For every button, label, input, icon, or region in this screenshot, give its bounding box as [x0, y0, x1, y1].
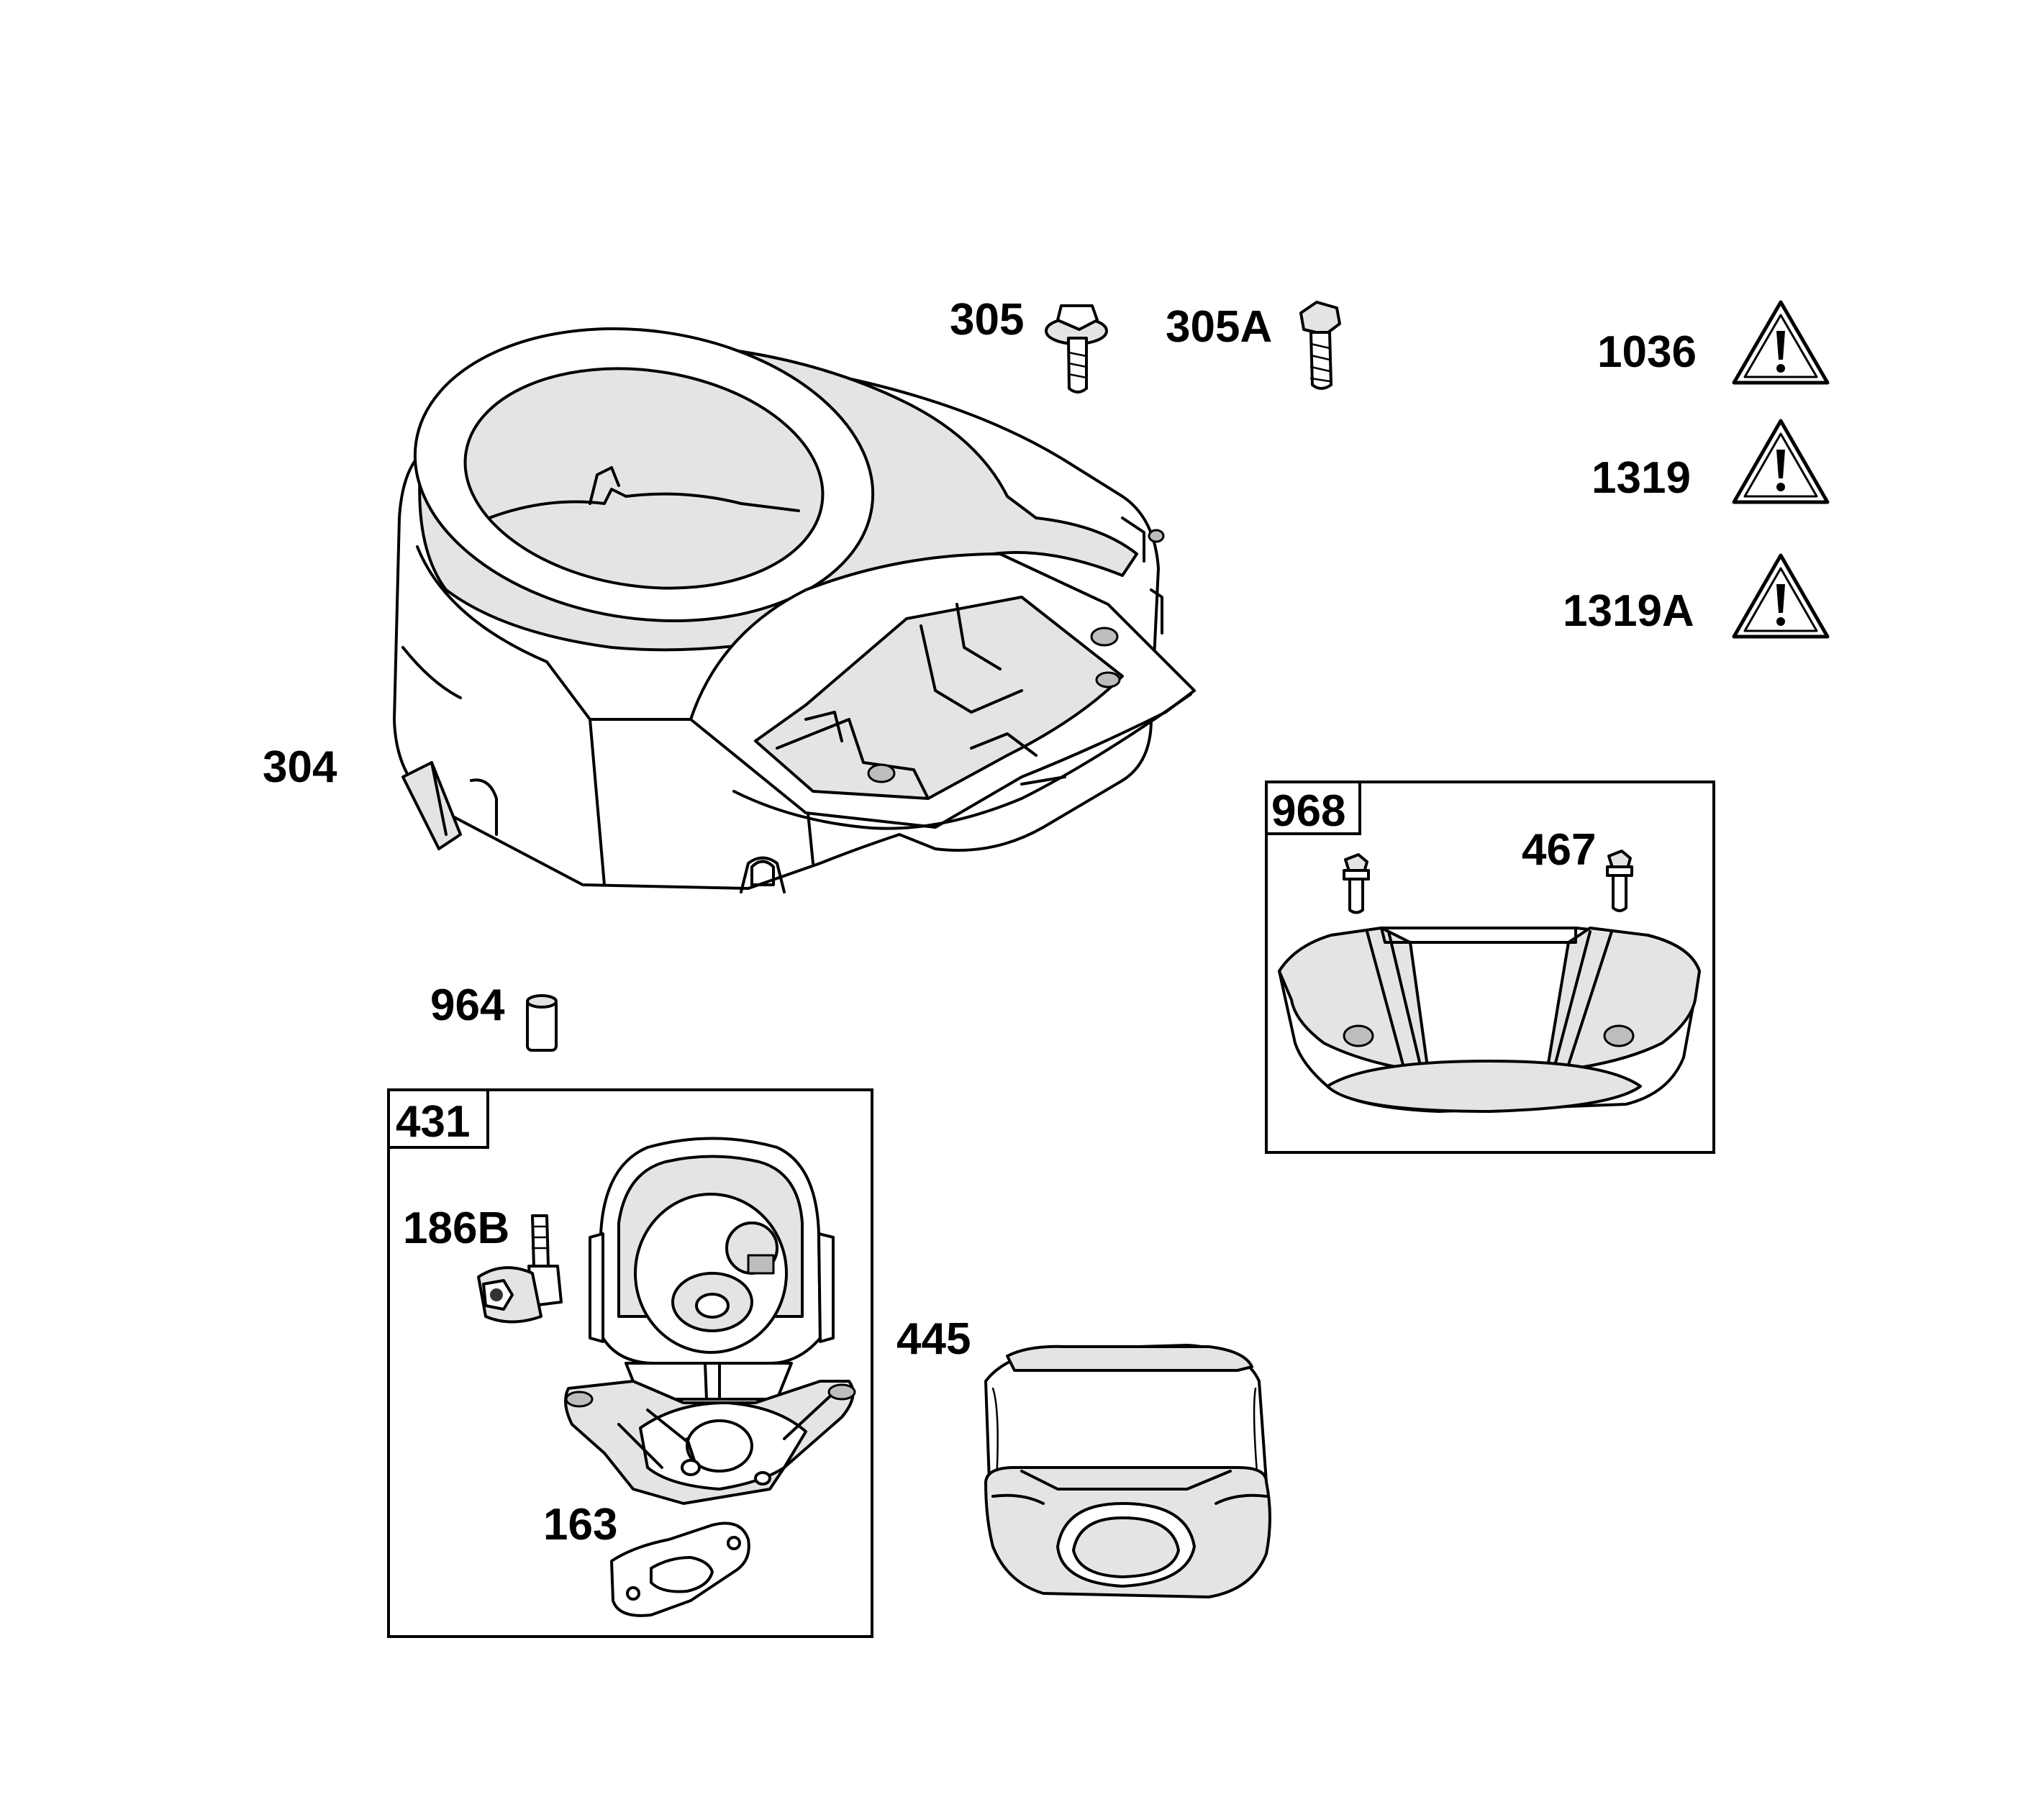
screw-305a — [1299, 301, 1341, 390]
kit-431-box — [387, 1088, 873, 1638]
warning-triangle-icon — [1732, 419, 1830, 504]
label-968: 968 — [1271, 786, 1345, 836]
fitting-186b — [477, 1214, 563, 1324]
label-1036: 1036 — [1597, 327, 1697, 377]
screw-467-left — [1343, 853, 1370, 914]
screw-467-right — [1606, 850, 1633, 912]
label-305a: 305A — [1166, 302, 1272, 352]
label-304: 304 — [263, 742, 337, 792]
screw-305 — [1045, 304, 1108, 393]
label-163: 163 — [543, 1500, 617, 1550]
air-cleaner-base — [564, 1137, 856, 1505]
label-305: 305 — [950, 295, 1024, 345]
blower-housing — [393, 327, 1196, 893]
label-186b: 186B — [403, 1204, 509, 1253]
warning-triangle-icon — [1732, 553, 1830, 639]
air-filter-445 — [984, 1344, 1271, 1598]
kit-968-box — [1265, 781, 1715, 1154]
gasket-163 — [610, 1521, 750, 1617]
spacer-964 — [526, 994, 558, 1052]
label-1319a: 1319A — [1563, 586, 1694, 636]
warning-triangle-icon — [1732, 300, 1830, 385]
air-cleaner-cover — [1278, 927, 1701, 1113]
label-1319: 1319 — [1592, 453, 1691, 503]
label-431: 431 — [396, 1097, 470, 1147]
label-445: 445 — [896, 1314, 971, 1364]
label-964: 964 — [430, 980, 505, 1030]
label-467: 467 — [1522, 825, 1596, 875]
